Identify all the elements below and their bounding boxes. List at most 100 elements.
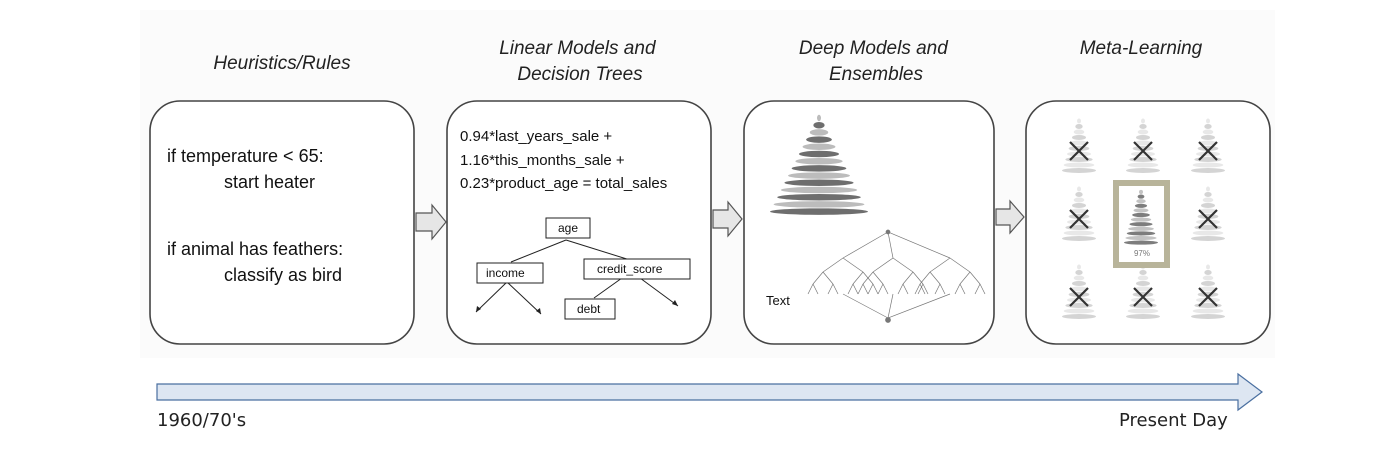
pyramid-layer	[1202, 197, 1214, 203]
pyramid-layer	[795, 157, 843, 165]
pyramid-layer	[1077, 186, 1081, 192]
pyramid-layer	[1191, 314, 1225, 319]
pyramid-layer	[1192, 308, 1224, 314]
tree-node-leaf: debt	[577, 302, 601, 316]
pyramid-layer	[1063, 230, 1095, 236]
pyramid-layer	[1137, 129, 1149, 135]
pyramid-layer	[1075, 192, 1083, 197]
pyramid-layer	[1199, 140, 1217, 146]
pyramid-layer	[1072, 135, 1086, 140]
pyramid-layer	[1067, 219, 1091, 225]
cross-icon	[1133, 141, 1153, 161]
pyramid-layer	[1124, 240, 1158, 245]
tree-node-box	[564, 298, 616, 320]
formula-line: 0.94*last_years_sale +	[460, 128, 612, 145]
pyramid-layer	[1072, 203, 1086, 208]
panel-caption: Text	[766, 293, 790, 308]
pyramid-layer	[1134, 286, 1152, 292]
pyramid-layer	[798, 150, 840, 158]
pyramid-layer	[1192, 162, 1224, 168]
formula-line: 0.23*product_age = total_sales	[460, 175, 667, 192]
pyramid-layer	[1077, 264, 1081, 270]
pyramid-layer	[1204, 124, 1212, 129]
pyramid-layer	[1139, 189, 1143, 195]
pyramid-layer	[1062, 236, 1096, 241]
pyramid-layer	[1201, 203, 1215, 208]
formula-line: 1.16*this_months_sale +	[460, 152, 625, 169]
pyramid-layer	[1070, 286, 1088, 292]
pyramid-layer	[1063, 308, 1095, 314]
panel-title-linear: Linear Models and Decision Trees	[499, 38, 661, 85]
pyramid-layer	[1073, 197, 1085, 203]
pyramid-layer	[813, 121, 825, 129]
rule-condition: if temperature < 65:	[167, 146, 324, 166]
cross-icon	[1198, 287, 1218, 307]
pyramid-layer	[1196, 297, 1220, 303]
pyramid-layer	[806, 136, 832, 143]
cross-icon	[1133, 287, 1153, 307]
cross-icon	[1069, 287, 1089, 307]
tree-node-right: credit_score	[597, 262, 663, 276]
cross-icon	[1069, 209, 1089, 229]
pyramid-layer	[1062, 168, 1096, 173]
pyramid-layer	[784, 179, 854, 187]
pyramid-layer	[1065, 303, 1093, 308]
pyramid-layer	[1126, 231, 1156, 236]
pyramid-layer	[1065, 157, 1093, 162]
pyramid-layer	[1067, 297, 1091, 303]
decision-tree	[475, 239, 679, 315]
pyramid-layer	[1129, 222, 1153, 227]
cross-icon	[1198, 209, 1218, 229]
pyramid-layer	[1191, 236, 1225, 241]
pyramid-layer	[1204, 270, 1212, 275]
pyramid-layer	[1139, 270, 1147, 275]
pyramid-layer	[1126, 168, 1160, 173]
pyramid-layer	[1206, 118, 1210, 124]
pyramid-layer	[1194, 157, 1222, 162]
panel-title-heuristics: Heuristics/Rules	[213, 53, 351, 74]
pyramid-layer	[1204, 192, 1212, 197]
panel-title-meta: Meta-Learning	[1080, 38, 1203, 59]
pyramid-layer	[1077, 118, 1081, 124]
pyramid-icon	[1124, 189, 1158, 245]
pyramid-layer	[1201, 281, 1215, 286]
pyramid-layer	[791, 165, 847, 172]
pyramid-layer	[1075, 124, 1083, 129]
pyramid-layer	[1129, 157, 1157, 162]
tree-node-left: income	[486, 266, 525, 280]
tree-node-box	[476, 262, 544, 284]
pyramid-layer	[1206, 264, 1210, 270]
pyramid-layer	[1206, 186, 1210, 192]
pyramid-layer	[1073, 129, 1085, 135]
pyramid-layer	[817, 114, 821, 122]
pyramid-layer	[1199, 286, 1217, 292]
timeline-start-label: 1960/70's	[157, 410, 247, 431]
pyramid-layer	[1062, 314, 1096, 319]
tree-arrowheads	[476, 300, 678, 314]
pyramid-layer	[1132, 212, 1150, 218]
tree-node-root: age	[558, 221, 578, 235]
arrow-right-icon	[415, 203, 447, 241]
pyramid-layer	[1202, 129, 1214, 135]
pyramid-layer	[1063, 162, 1095, 168]
pyramid-layer	[770, 208, 868, 215]
pyramid-layer	[788, 172, 850, 179]
pyramid-layer	[1141, 118, 1145, 124]
pyramid-layer	[1194, 303, 1222, 308]
timeline-arrow-icon	[156, 372, 1263, 412]
pyramid-layer	[1075, 270, 1083, 275]
pyramid-layer	[1136, 199, 1146, 204]
pyramid-layer	[1136, 135, 1150, 140]
pyramid-layer	[1067, 151, 1091, 157]
tree-node-box	[545, 217, 591, 239]
panel-heuristics	[149, 100, 415, 345]
pyramid-layer	[1130, 217, 1152, 222]
pyramid-layer	[1136, 281, 1150, 286]
pyramid-layer	[1125, 235, 1157, 241]
rule-condition: if animal has feathers:	[167, 239, 343, 259]
pyramid-layer	[1192, 230, 1224, 236]
pyramid-layer	[809, 129, 829, 136]
pyramid-layer	[1127, 308, 1159, 314]
arrow-right-icon	[712, 200, 743, 238]
pyramid-layer	[1070, 140, 1088, 146]
